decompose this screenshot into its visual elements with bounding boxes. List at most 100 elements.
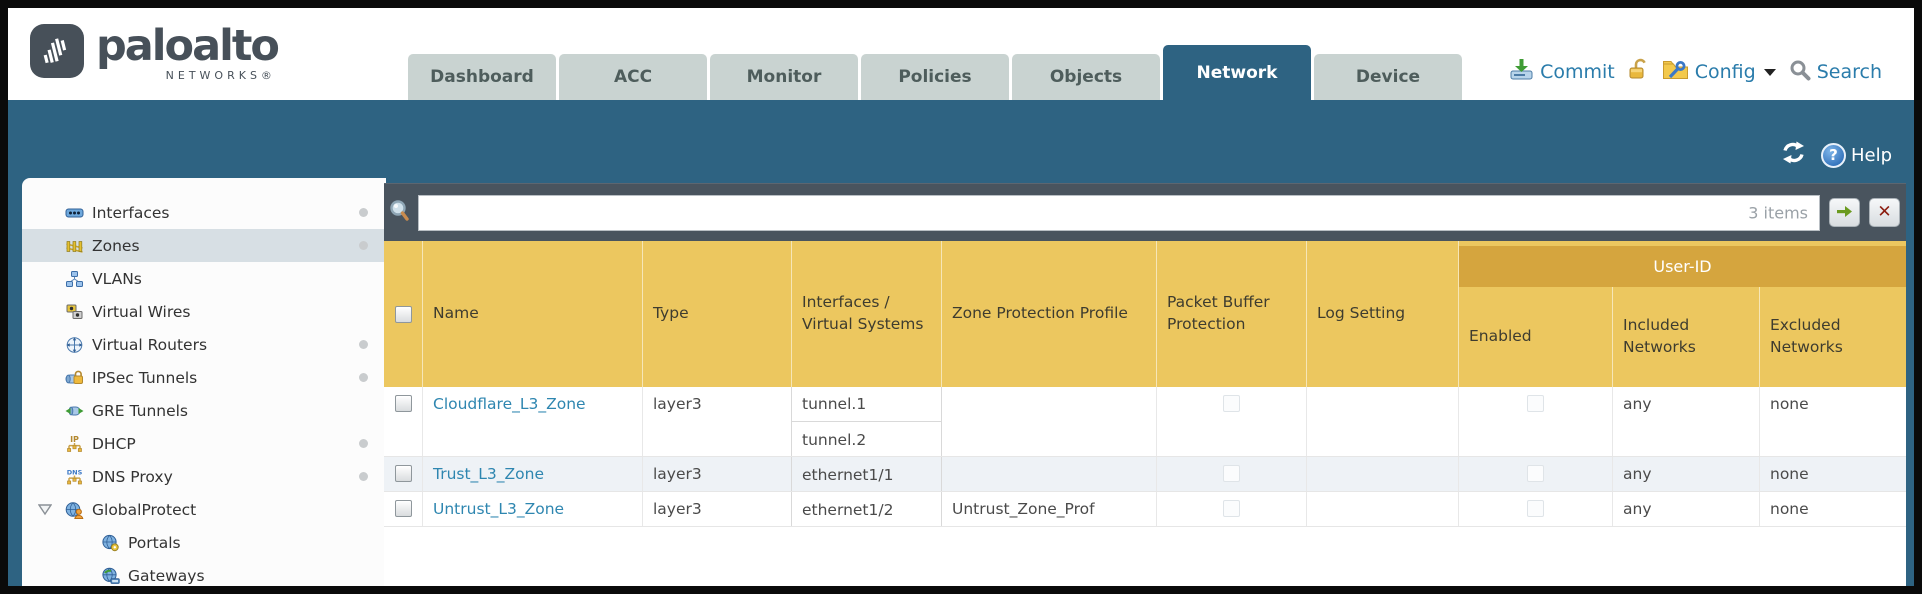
help-button[interactable]: ? Help bbox=[1820, 142, 1892, 168]
enabled-checkbox[interactable] bbox=[1527, 395, 1544, 412]
column-header-enabled[interactable]: Enabled bbox=[1459, 287, 1613, 387]
virtual-wires-icon bbox=[64, 302, 85, 321]
filter-search-icon bbox=[388, 198, 412, 228]
row-select-cell bbox=[384, 457, 423, 491]
tab-objects[interactable]: Objects bbox=[1012, 54, 1160, 100]
sidebar-item-portals[interactable]: Portals bbox=[22, 526, 386, 559]
zones-icon bbox=[64, 236, 85, 255]
brand-sub: NETWORKS® bbox=[165, 69, 276, 83]
ipsec-tunnels-icon bbox=[64, 368, 85, 387]
packet-buffer-checkbox[interactable] bbox=[1223, 465, 1240, 482]
select-all-checkbox[interactable] bbox=[394, 305, 412, 323]
user-id-enabled-cell bbox=[1459, 387, 1613, 456]
status-dot bbox=[359, 208, 368, 217]
virtual-routers-icon bbox=[64, 335, 85, 354]
sidebar-item-dns-proxy[interactable]: DNS DNS Proxy bbox=[22, 460, 386, 493]
row-checkbox[interactable] bbox=[394, 395, 412, 412]
content-toolbar: ? Help bbox=[1780, 141, 1892, 169]
table-row: Untrust_L3_Zone layer3 ethernet1/2 Untru… bbox=[384, 492, 1906, 527]
status-dot bbox=[359, 241, 368, 250]
excluded-networks-cell: none bbox=[1770, 465, 1809, 483]
global-search[interactable]: Search bbox=[1789, 59, 1882, 86]
zone-name-link[interactable]: Trust_L3_Zone bbox=[433, 465, 544, 483]
refresh-icon[interactable] bbox=[1780, 141, 1807, 169]
included-networks-cell: any bbox=[1613, 457, 1760, 491]
table-row: Cloudflare_L3_Zone layer3 tunnel.1 tunne… bbox=[384, 387, 1906, 457]
search-icon bbox=[1789, 59, 1811, 86]
sidebar-item-gateways[interactable]: Gateways bbox=[22, 559, 386, 586]
interface-value: tunnel.1 bbox=[792, 387, 941, 422]
included-networks-cell: any bbox=[1613, 492, 1760, 526]
zone-name-link[interactable]: Cloudflare_L3_Zone bbox=[433, 395, 586, 413]
apply-filter-button[interactable] bbox=[1829, 198, 1860, 227]
column-header-excluded-networks[interactable]: Excluded Networks bbox=[1770, 316, 1843, 356]
tab-network[interactable]: Network bbox=[1163, 45, 1311, 100]
sidebar-item-interfaces[interactable]: Interfaces bbox=[22, 196, 386, 229]
globalprotect-icon bbox=[64, 500, 85, 519]
interface-value: ethernet1/2 bbox=[802, 500, 894, 519]
filter-input-wrap: 3 items bbox=[418, 194, 1820, 231]
sidebar-item-vlans[interactable]: VLANs bbox=[22, 262, 386, 295]
packet-buffer-checkbox[interactable] bbox=[1223, 395, 1240, 412]
packet-buffer-checkbox[interactable] bbox=[1223, 500, 1240, 517]
zone-protection-profile-cell bbox=[942, 387, 1157, 456]
column-header-interfaces[interactable]: Interfaces / Virtual Systems bbox=[792, 241, 942, 387]
tab-acc[interactable]: ACC bbox=[559, 54, 707, 100]
column-header-zone-protection-profile[interactable]: Zone Protection Profile bbox=[942, 241, 1157, 387]
zone-type-cell: layer3 bbox=[643, 457, 792, 491]
row-checkbox[interactable] bbox=[394, 500, 412, 517]
packet-buffer-protection-cell bbox=[1157, 387, 1307, 456]
paloalto-logo-icon bbox=[30, 24, 84, 78]
main-nav-tabs: Dashboard ACC Monitor Policies Objects N… bbox=[408, 8, 1462, 100]
status-dot bbox=[359, 373, 368, 382]
chevron-down-icon bbox=[1763, 68, 1776, 76]
log-setting-cell bbox=[1307, 387, 1459, 456]
zone-name-link[interactable]: Untrust_L3_Zone bbox=[433, 500, 565, 518]
panos-window: paloalto NETWORKS® Dashboard ACC Monitor… bbox=[8, 8, 1914, 586]
network-sidebar: Interfaces Zones bbox=[22, 178, 386, 586]
status-dot bbox=[359, 439, 368, 448]
help-icon: ? bbox=[1820, 142, 1846, 168]
column-header-type[interactable]: Type bbox=[643, 241, 792, 387]
sidebar-item-ipsec-tunnels[interactable]: IPSec Tunnels bbox=[22, 361, 386, 394]
lock-button[interactable] bbox=[1628, 58, 1649, 86]
filter-bar: 3 items ✕ bbox=[384, 183, 1906, 241]
config-menu[interactable]: Config bbox=[1662, 58, 1776, 86]
row-select-cell bbox=[384, 387, 423, 456]
tab-policies[interactable]: Policies bbox=[861, 54, 1009, 100]
column-header-included-networks[interactable]: Included Networks bbox=[1613, 287, 1760, 387]
enabled-checkbox[interactable] bbox=[1527, 500, 1544, 517]
excluded-networks-cell: none bbox=[1770, 395, 1809, 413]
portals-icon bbox=[100, 533, 121, 552]
commit-button[interactable]: Commit bbox=[1509, 58, 1615, 86]
tab-dashboard[interactable]: Dashboard bbox=[408, 54, 556, 100]
interface-value: tunnel.2 bbox=[802, 430, 867, 449]
excluded-networks-cell: none bbox=[1770, 500, 1809, 518]
sidebar-item-zones[interactable]: Zones bbox=[22, 229, 386, 262]
column-header-packet-buffer-protection[interactable]: Packet Buffer Protection bbox=[1157, 241, 1307, 387]
sidebar-item-virtual-wires[interactable]: Virtual Wires bbox=[22, 295, 386, 328]
sidebar-item-globalprotect[interactable]: GlobalProtect bbox=[22, 493, 386, 526]
user-id-enabled-cell bbox=[1459, 492, 1613, 526]
row-checkbox[interactable] bbox=[394, 465, 412, 482]
unlocked-padlock-icon bbox=[1628, 58, 1649, 86]
tab-monitor[interactable]: Monitor bbox=[710, 54, 858, 100]
expand-triangle-icon[interactable] bbox=[37, 502, 53, 520]
filter-input[interactable] bbox=[418, 194, 1820, 231]
status-dot bbox=[359, 340, 368, 349]
tab-device[interactable]: Device bbox=[1314, 54, 1462, 100]
log-setting-cell bbox=[1307, 457, 1459, 491]
interfaces-cell: tunnel.1 tunnel.2 bbox=[791, 387, 942, 456]
column-header-name[interactable]: Name bbox=[423, 241, 643, 387]
table-header: Name Type Interfaces / Virtual Systems Z… bbox=[384, 241, 1906, 387]
clear-filter-button[interactable]: ✕ bbox=[1869, 198, 1900, 227]
top-bar: paloalto NETWORKS® Dashboard ACC Monitor… bbox=[8, 8, 1914, 100]
sidebar-item-gre-tunnels[interactable]: GRE Tunnels bbox=[22, 394, 386, 427]
dhcp-icon: IP bbox=[64, 434, 85, 453]
enabled-checkbox[interactable] bbox=[1527, 465, 1544, 482]
sidebar-item-dhcp[interactable]: IP DHCP bbox=[22, 427, 386, 460]
column-header-log-setting[interactable]: Log Setting bbox=[1307, 241, 1459, 387]
config-icon bbox=[1662, 58, 1689, 86]
sidebar-item-virtual-routers[interactable]: Virtual Routers bbox=[22, 328, 386, 361]
